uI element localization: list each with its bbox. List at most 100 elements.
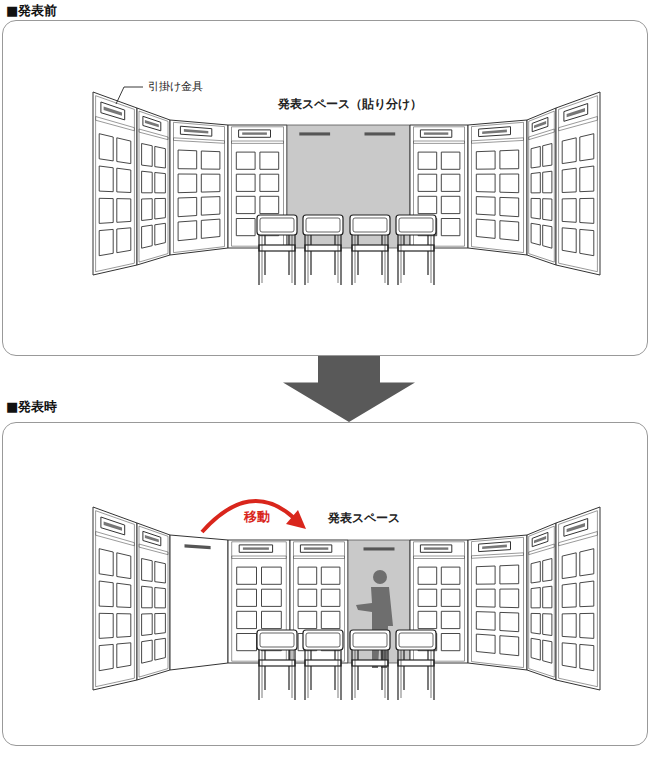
move-label: 移動 [244, 509, 270, 525]
scene-panel: ■発表前 [0, 0, 650, 356]
photo-frame [99, 644, 113, 670]
photo-frame [476, 219, 495, 238]
photo-frame [142, 225, 153, 248]
chair-leg [292, 235, 293, 283]
hanging-bracket [180, 126, 211, 136]
panel-frame [559, 96, 598, 272]
photo-frame [441, 634, 460, 651]
panel-border [2, 20, 648, 356]
photo-frame [262, 589, 282, 606]
display-panel [556, 507, 600, 690]
chair-leg [294, 235, 295, 285]
chair-back-inner [399, 218, 433, 232]
chair-leg [351, 650, 352, 700]
display-panel [468, 535, 527, 670]
leader-line [116, 87, 143, 104]
photo-frame [178, 150, 197, 169]
hanging-bracket-slot [424, 547, 448, 549]
chair-seat [305, 245, 341, 251]
photo-frame [543, 144, 552, 167]
photo-frame [531, 638, 540, 660]
photo-frame [562, 138, 576, 164]
photo-frame [543, 559, 552, 582]
chair-back-inner [353, 633, 387, 647]
hanging-bracket-slot [243, 547, 269, 549]
display-panel [527, 523, 556, 680]
hanging-bracket [101, 102, 125, 120]
hanging-bracket-slot [424, 132, 448, 134]
chair-leg [431, 650, 432, 698]
chair [396, 630, 436, 700]
chair-back [350, 630, 390, 650]
photo-frame [201, 151, 220, 169]
chair-leg [310, 235, 311, 275]
hanging-bracket [143, 116, 161, 131]
photo-frame [580, 613, 594, 638]
photo-frame [117, 643, 131, 668]
photo-frame [178, 174, 197, 193]
photo-frame [201, 174, 220, 192]
photo-frame [260, 174, 279, 191]
hanging-bracket-slot [482, 130, 507, 134]
panel-frame [529, 526, 555, 677]
photo-frame [543, 640, 552, 663]
photo-frame [500, 636, 519, 656]
chair-leg [387, 235, 388, 285]
hanging-bar [364, 547, 395, 550]
chair-leg [334, 235, 335, 275]
photo-frame [500, 589, 519, 608]
chair-leg [340, 235, 341, 285]
display-panel [93, 507, 137, 690]
photo-frame [237, 567, 257, 584]
photo-frame [99, 581, 113, 607]
photo-frame [117, 199, 131, 223]
photo-frame [500, 197, 519, 216]
hanging-bracket-slot [534, 536, 546, 543]
chair-back [303, 630, 343, 650]
chair-leg [308, 650, 309, 698]
photo-frame [441, 219, 460, 236]
photo-frame [99, 613, 113, 638]
photo-frame [476, 151, 495, 169]
chair-leg [338, 650, 339, 698]
photo-frame [543, 614, 552, 636]
photo-frame [117, 553, 131, 579]
photo-frame [298, 611, 317, 628]
photo-frame [99, 229, 113, 255]
hanging-bracket [564, 519, 588, 537]
chair-leg [431, 235, 432, 283]
hanging-bracket [101, 517, 125, 535]
photo-frame [321, 611, 340, 628]
chair-leg [294, 650, 295, 700]
photo-frame [562, 168, 576, 192]
chair-leg [264, 235, 265, 275]
chair-leg [387, 650, 388, 700]
chair-leg [292, 650, 293, 698]
photo-frame [500, 150, 519, 169]
photo-frame [142, 614, 153, 636]
display-panel [170, 535, 228, 670]
photo-frame [580, 166, 594, 192]
chair-leg [304, 650, 305, 700]
chair [396, 215, 436, 285]
part-label: 引掛け金具 [148, 80, 203, 93]
photo-frame [562, 643, 576, 668]
chair-seat [259, 245, 295, 251]
display-panel [170, 120, 228, 255]
chair-back-inner [353, 218, 387, 232]
chair-seat [305, 660, 341, 666]
panel-border [2, 422, 648, 746]
photo-frame [441, 196, 460, 213]
scene-panel: ■発表時 [0, 396, 650, 746]
photo-frame [476, 634, 495, 653]
chair-leg [351, 235, 352, 285]
display-panel [556, 92, 600, 275]
panel-rail [294, 556, 345, 559]
photo-frame [236, 219, 255, 236]
chair-leg [401, 650, 402, 698]
photo-frame [201, 219, 220, 238]
panel-frame [472, 537, 524, 667]
hanging-bracket [532, 117, 548, 131]
photo-frame [562, 553, 576, 579]
